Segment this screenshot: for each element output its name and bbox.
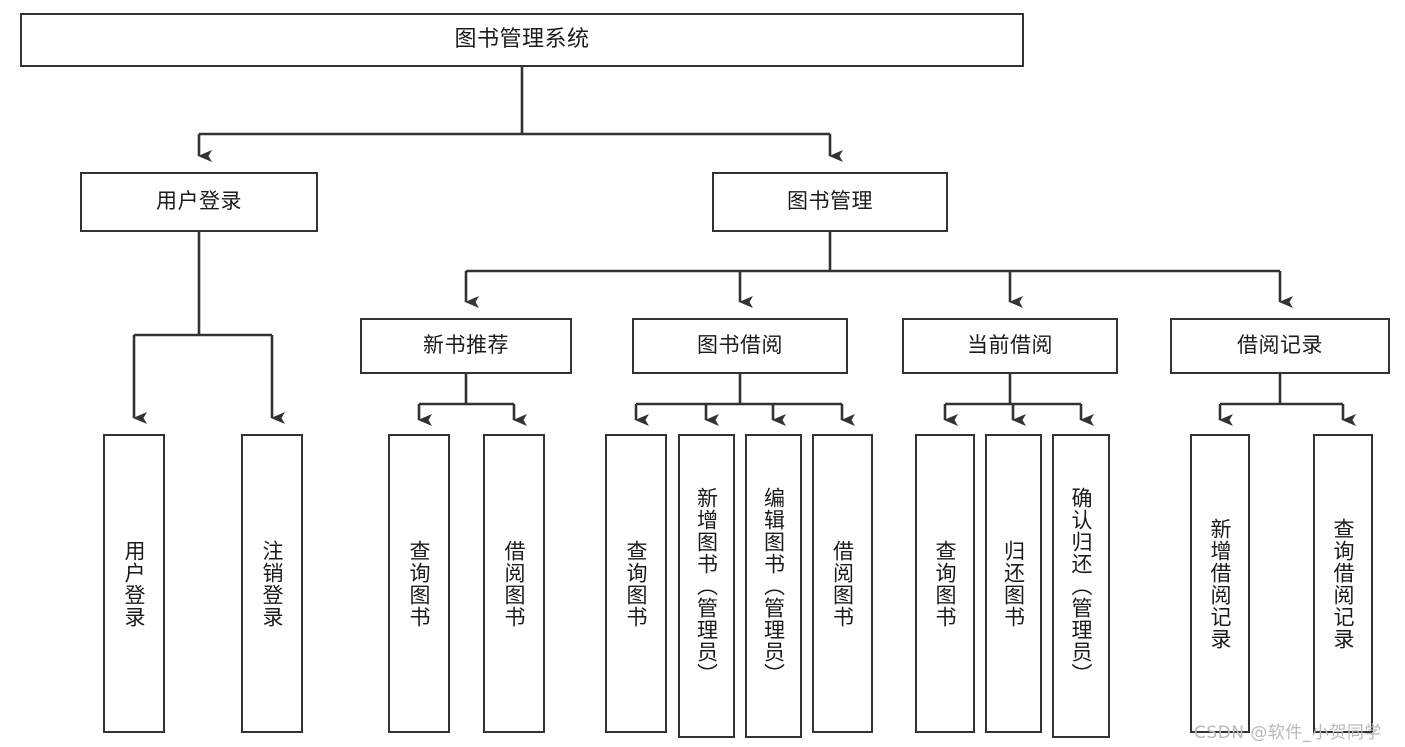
node-leaf-logout[interactable]: 注销登录: [241, 434, 303, 733]
node-label: 归还图书: [1001, 539, 1026, 628]
node-leaf-add-borrow-record[interactable]: 新增借阅记录: [1190, 434, 1250, 733]
node-leaf-confirm-return-admin[interactable]: 确认归还（管理员）: [1052, 434, 1110, 738]
node-label: 借阅图书: [830, 539, 855, 628]
node-leaf-return-book[interactable]: 归还图书: [985, 434, 1042, 733]
node-root-system[interactable]: 图书管理系统: [20, 13, 1024, 67]
node-label: 用户登录: [156, 189, 242, 214]
node-current-borrow[interactable]: 当前借阅: [902, 318, 1118, 374]
node-label: 新书推荐: [423, 333, 509, 358]
node-label: 用户登录: [122, 539, 147, 628]
node-borrow-record[interactable]: 借阅记录: [1170, 318, 1390, 374]
node-leaf-query-borrow-record[interactable]: 查询借阅记录: [1313, 434, 1373, 733]
node-new-book-recommend[interactable]: 新书推荐: [360, 318, 572, 374]
node-label: 借阅记录: [1237, 333, 1323, 358]
node-book-management[interactable]: 图书管理: [712, 172, 948, 232]
node-label: 查询图书: [407, 539, 432, 628]
node-label: 查询图书: [933, 539, 958, 628]
node-label: 图书管理系统: [454, 26, 590, 52]
node-label: 图书借阅: [697, 333, 783, 358]
node-label: 注销登录: [260, 539, 285, 628]
node-leaf-query-book-current[interactable]: 查询图书: [915, 434, 975, 733]
node-leaf-query-book-borrow[interactable]: 查询图书: [605, 434, 667, 733]
node-label: 借阅图书: [502, 539, 527, 628]
node-user-login[interactable]: 用户登录: [80, 172, 318, 232]
node-leaf-borrow-book[interactable]: 借阅图书: [812, 434, 873, 733]
node-leaf-user-login[interactable]: 用户登录: [103, 434, 165, 733]
node-label: 编辑图书（管理员）: [761, 487, 786, 685]
node-label: 新增图书（管理员）: [694, 487, 719, 685]
node-label: 当前借阅: [967, 333, 1053, 358]
node-label: 确认归还（管理员）: [1069, 487, 1094, 685]
node-leaf-query-book-new[interactable]: 查询图书: [388, 434, 450, 733]
node-book-borrow[interactable]: 图书借阅: [632, 318, 848, 374]
node-leaf-edit-book-admin[interactable]: 编辑图书（管理员）: [745, 434, 802, 738]
node-label: 图书管理: [787, 189, 873, 214]
node-label: 查询图书: [624, 539, 649, 628]
node-label: 新增借阅记录: [1208, 517, 1233, 650]
csdn-watermark: CSDN @软件_小贺同学: [1194, 723, 1382, 743]
node-leaf-borrow-book-new[interactable]: 借阅图书: [483, 434, 545, 733]
node-leaf-add-book-admin[interactable]: 新增图书（管理员）: [678, 434, 735, 738]
node-label: 查询借阅记录: [1331, 517, 1356, 650]
